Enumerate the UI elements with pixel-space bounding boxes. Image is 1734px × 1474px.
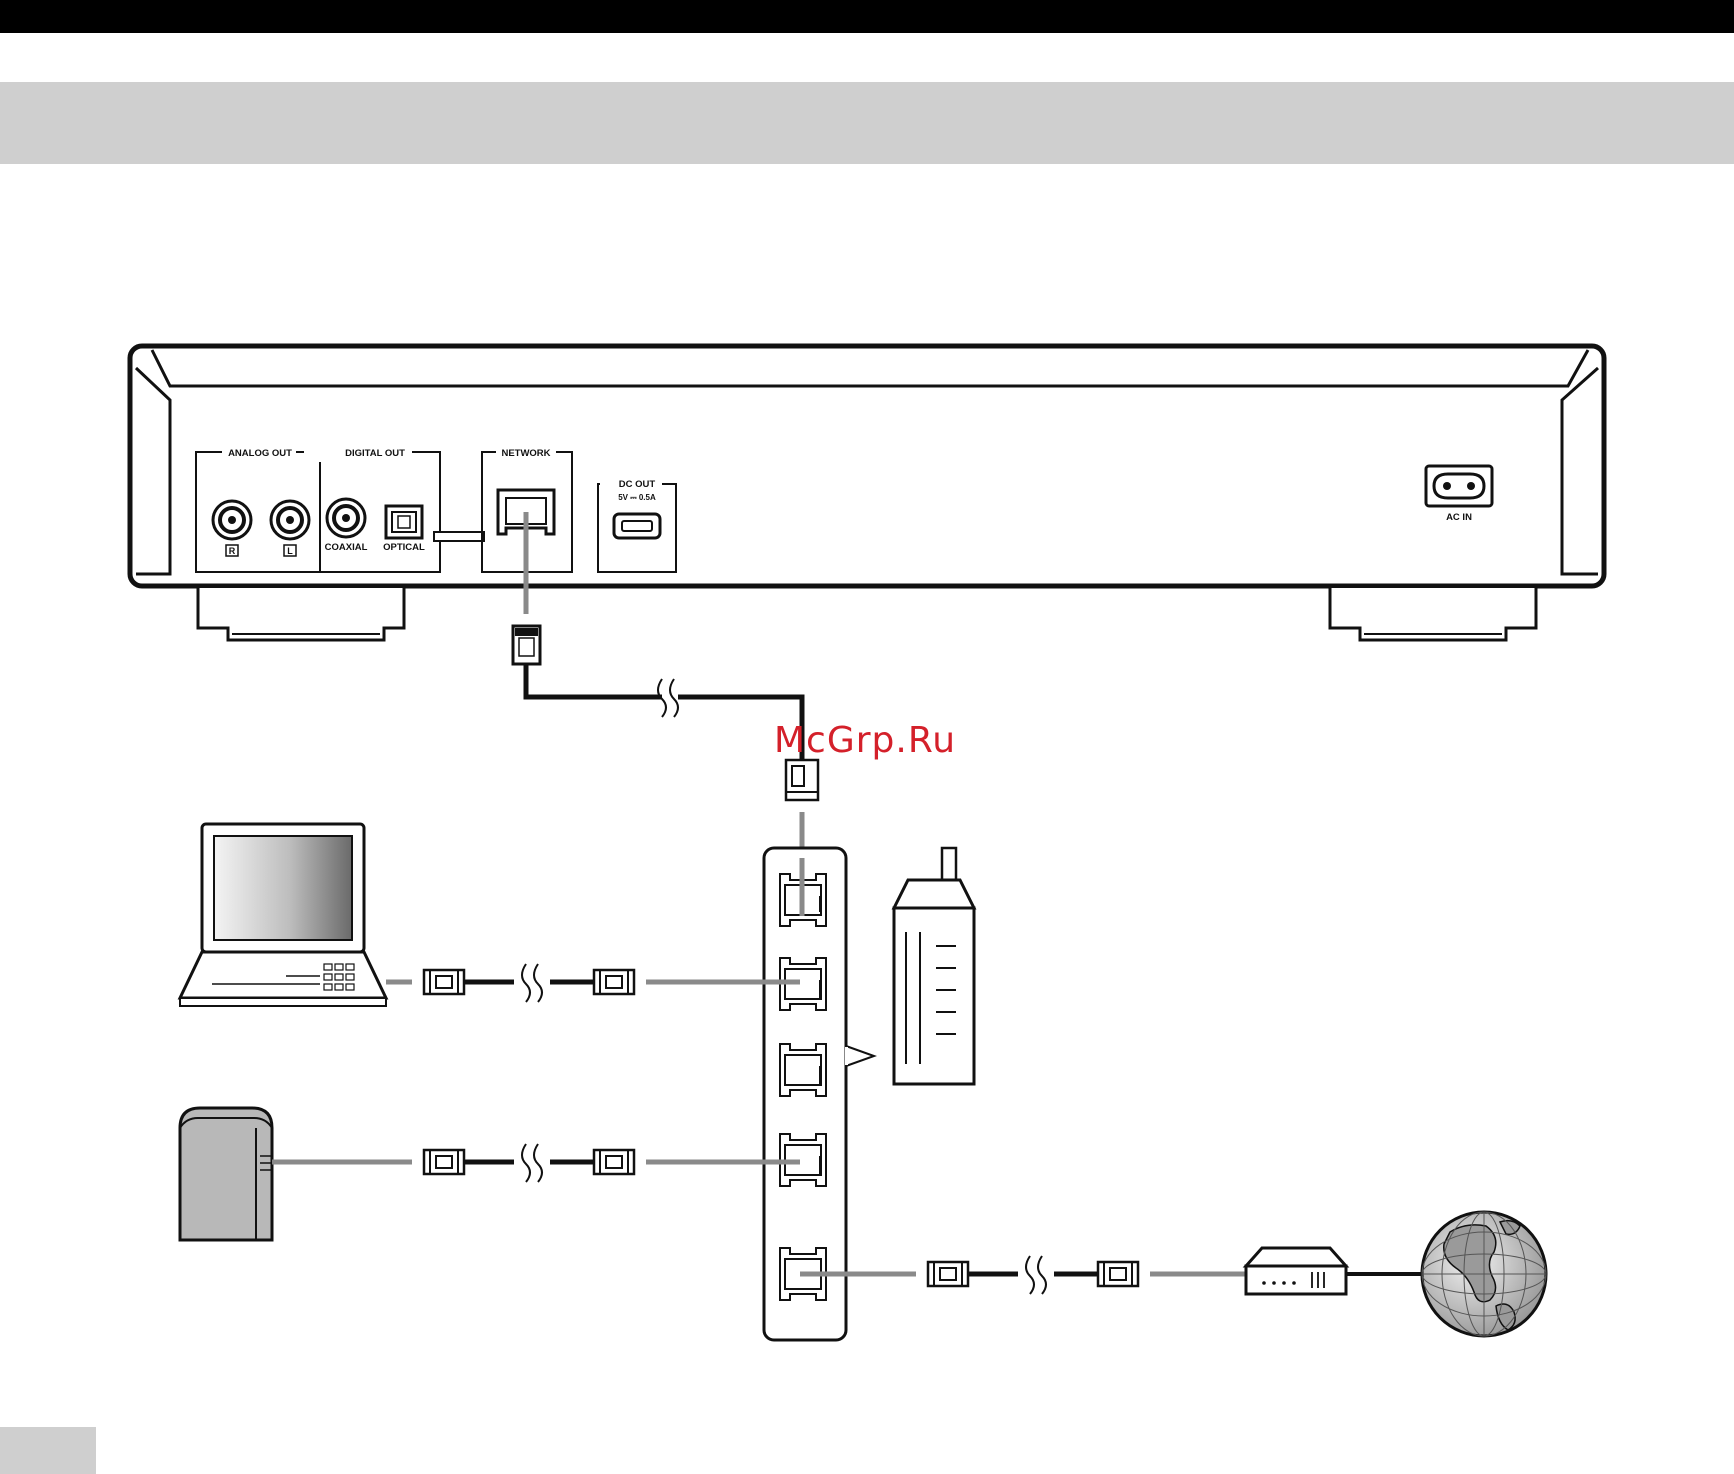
player-rear-panel: ANALOG OUT DIGITAL OUT R L COAXIAL <box>130 346 1604 640</box>
optical-port[interactable] <box>386 506 422 538</box>
laptop-icon <box>180 824 386 1006</box>
nas-icon <box>180 1108 272 1240</box>
optical-label: OPTICAL <box>383 542 425 553</box>
lan-plug-icon <box>786 760 818 800</box>
ac-in-label: AC IN <box>1446 512 1472 523</box>
dc-rating-label: 5V ⎓ 0.5A <box>618 493 656 502</box>
lan-plug-icon <box>513 626 540 664</box>
usb-dc-port[interactable] <box>614 514 660 538</box>
dc-out-label: DC OUT <box>619 479 656 490</box>
coaxial-label: COAXIAL <box>325 542 368 553</box>
nas-cable <box>272 1144 800 1182</box>
analog-out-r-jack[interactable] <box>213 501 251 539</box>
left-foot <box>198 588 404 640</box>
right-channel-label: R <box>229 546 236 556</box>
laptop-cable <box>386 964 800 1002</box>
ac-in-inlet[interactable] <box>1426 466 1492 506</box>
globe-icon <box>1422 1212 1546 1336</box>
watermark: McGrp.Ru <box>774 720 956 761</box>
analog-out-label: ANALOG OUT <box>228 448 292 459</box>
network-label: NETWORK <box>501 448 550 459</box>
right-foot <box>1330 588 1536 640</box>
modem-cable <box>800 1256 1246 1294</box>
router-icon <box>764 848 874 1340</box>
coaxial-jack[interactable] <box>327 499 365 537</box>
digital-out-label: DIGITAL OUT <box>345 448 405 459</box>
access-point-icon <box>894 848 974 1084</box>
page-number-tab <box>0 1427 96 1474</box>
analog-out-l-jack[interactable] <box>271 501 309 539</box>
modem-icon <box>1246 1248 1422 1294</box>
left-channel-label: L <box>287 546 293 556</box>
